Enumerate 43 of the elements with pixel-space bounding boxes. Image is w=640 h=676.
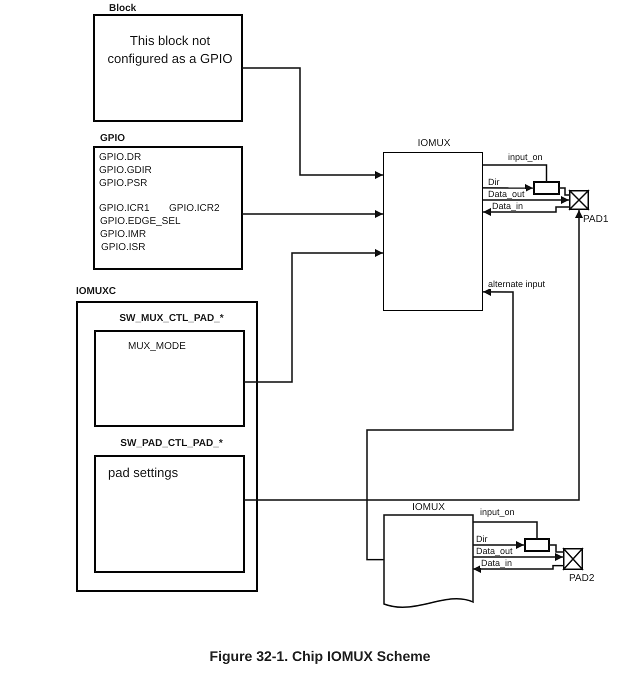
connector-arrow [483,196,569,204]
signal-label: Dir [475,534,488,544]
connector-arrow [243,210,583,501]
block-heading: IOMUX [416,137,452,150]
connector-arrow [366,288,514,560]
register-name: GPIO.PSR [99,177,148,190]
register-name: GPIO.EDGE_SEL [100,215,181,228]
field-name: MUX_MODE [128,340,186,353]
signal-label: input_on [507,152,544,162]
register-name: GPIO.GDIR [99,164,152,177]
section-heading: Block [109,2,136,15]
block-heading: IOMUX [411,501,446,514]
field-name: pad settings [108,466,178,479]
section-heading: IOMUXC [76,285,116,298]
connector-arrow [473,564,563,573]
connector-arrow [483,206,569,216]
signal-label: Data_in [491,201,524,211]
connector-arrow [243,210,383,218]
connector-arrow [243,248,383,383]
signal-label: alternate input [487,279,546,289]
connector-arrow [243,67,383,180]
register-heading: SW_MUX_CTL_PAD_* [118,312,225,325]
register-name: GPIO.IMR [100,228,146,241]
register-heading: SW_PAD_CTL_PAD_* [119,437,224,450]
signal-label: Data_out [475,546,514,556]
connector-arrow [473,553,563,562]
section-heading: GPIO [100,132,126,145]
signal-label: Dir [487,177,500,187]
register-name: GPIO.DR [99,151,142,164]
signal-label: Data_in [480,558,514,568]
figure-caption: Figure 32-1. Chip IOMUX Scheme [208,648,432,664]
pad-label: PAD2 [569,572,594,585]
signal-label: input_on [479,507,516,517]
buffer-box [524,538,550,552]
pad-label: PAD1 [583,213,608,226]
register-name: GPIO.ICR1 [99,202,150,215]
connector-arrow [473,541,524,549]
block-description: This block not configured as a GPIO [106,32,234,68]
signal-label: Data_out [487,189,526,199]
connector-arrow [483,184,533,192]
register-name: GPIO.ISR [101,241,146,254]
register-name: GPIO.ICR2 [169,202,220,215]
buffer-box [533,181,560,195]
